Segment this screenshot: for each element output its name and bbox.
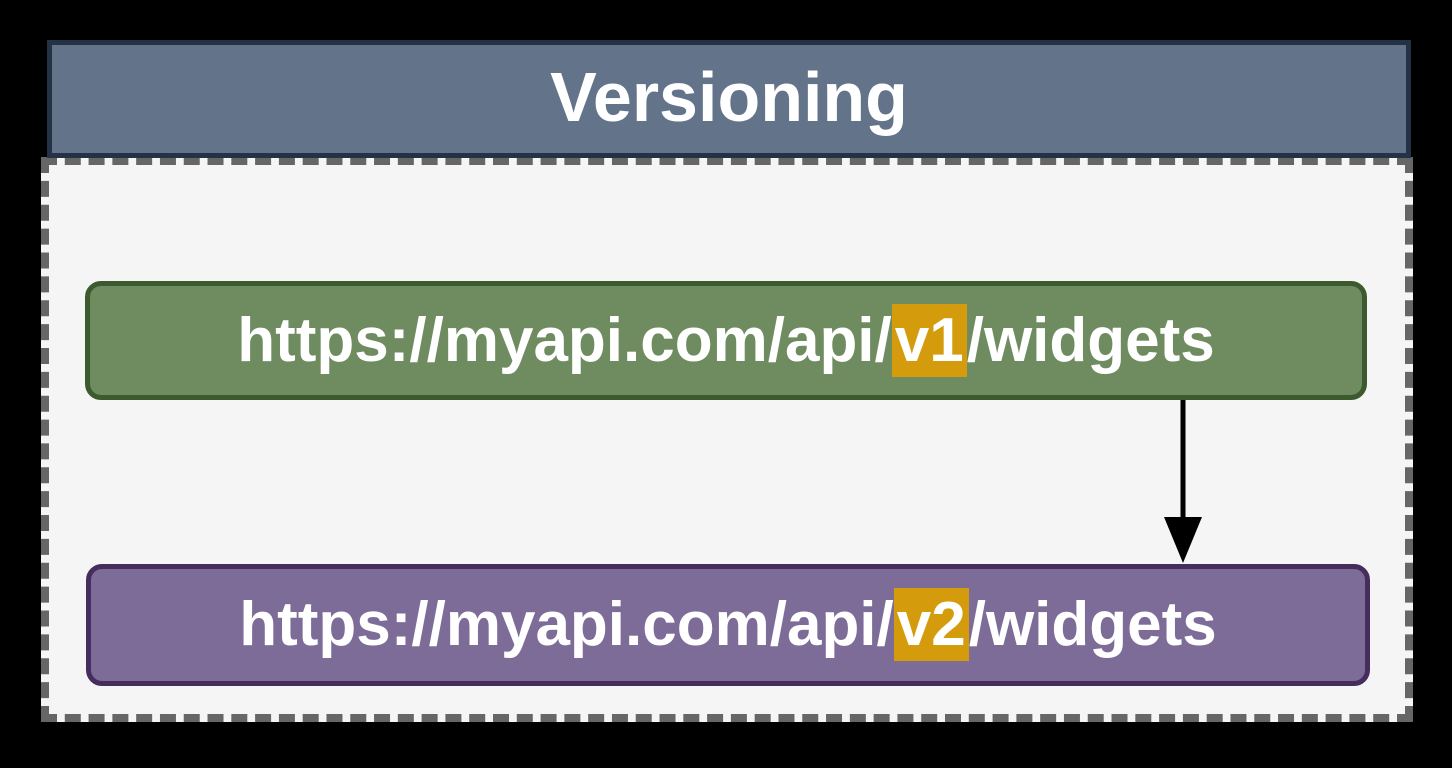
version-highlight-v2: v2	[893, 588, 969, 662]
url-prefix: https://myapi.com/api/	[237, 305, 892, 375]
url-prefix: https://myapi.com/api/	[239, 590, 894, 660]
url-suffix: /widgets	[968, 590, 1217, 660]
endpoint-url-v1: https://myapi.com/api/v1/widgets	[237, 303, 1215, 377]
diagram-title: Versioning	[550, 58, 908, 136]
endpoint-url-v2: https://myapi.com/api/v2/widgets	[239, 588, 1217, 662]
endpoint-node-v1: https://myapi.com/api/v1/widgets	[85, 281, 1367, 400]
down-arrow-icon	[1164, 400, 1202, 563]
url-suffix: /widgets	[966, 305, 1215, 375]
endpoint-node-v2: https://myapi.com/api/v2/widgets	[86, 564, 1370, 686]
version-highlight-v1: v1	[891, 303, 967, 377]
diagram-title-bar: Versioning	[47, 40, 1411, 158]
